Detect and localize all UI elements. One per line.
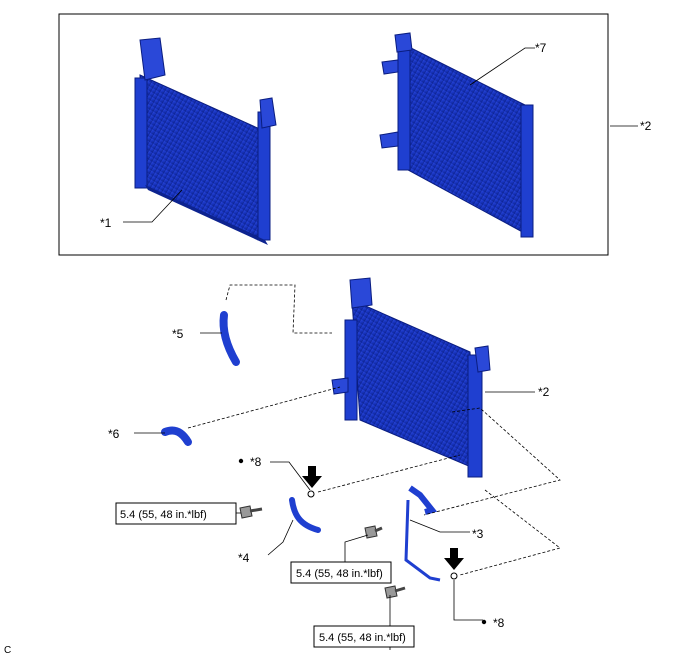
hose-part-5 — [219, 311, 240, 366]
callout-2-top: *2 — [640, 119, 652, 133]
pipe-part-3 — [404, 485, 441, 582]
callout-1: *1 — [100, 216, 112, 230]
torque-box-3: 5.4 (55, 48 in.*lbf) — [313, 625, 415, 648]
callout-6: *6 — [108, 427, 120, 441]
callout-8-top: *8 — [250, 455, 262, 469]
dashed-connections — [187, 284, 561, 576]
corner-label: C — [4, 645, 11, 656]
callout-4: *4 — [238, 551, 250, 565]
top-frame-box — [58, 13, 609, 256]
torque-text-1: 5.4 (55, 48 in.*lbf) — [120, 509, 207, 521]
torque-box-2: 5.4 (55, 48 in.*lbf) — [290, 561, 392, 584]
torque-text-3: 5.4 (55, 48 in.*lbf) — [319, 632, 406, 644]
callout-2-bottom: *2 — [538, 385, 550, 399]
bolt-1 — [239, 505, 263, 519]
pipe-part-6 — [161, 426, 192, 446]
bolt-2 — [364, 525, 383, 539]
bullet-top — [238, 458, 244, 464]
arrow-down-bottom-icon — [444, 548, 464, 570]
callout-5: *5 — [172, 327, 184, 341]
callout-8-bottom: *8 — [493, 616, 505, 630]
torque-box-1: 5.4 (55, 48 in.*lbf) — [115, 502, 237, 525]
bolt-3 — [384, 585, 406, 599]
o-ring-bottom — [450, 572, 458, 580]
callout-3: *3 — [472, 527, 484, 541]
torque-text-2: 5.4 (55, 48 in.*lbf) — [296, 568, 383, 580]
leader-lines — [123, 47, 638, 650]
radiator-assembly — [331, 277, 491, 478]
radiator-part-1 — [134, 37, 277, 245]
bullet-bottom — [481, 619, 487, 625]
radiator-part-7 — [379, 32, 534, 238]
pipe-part-4 — [289, 497, 321, 533]
o-ring-top — [307, 490, 315, 498]
arrow-down-top-icon — [302, 466, 322, 488]
callout-7: *7 — [535, 41, 547, 55]
